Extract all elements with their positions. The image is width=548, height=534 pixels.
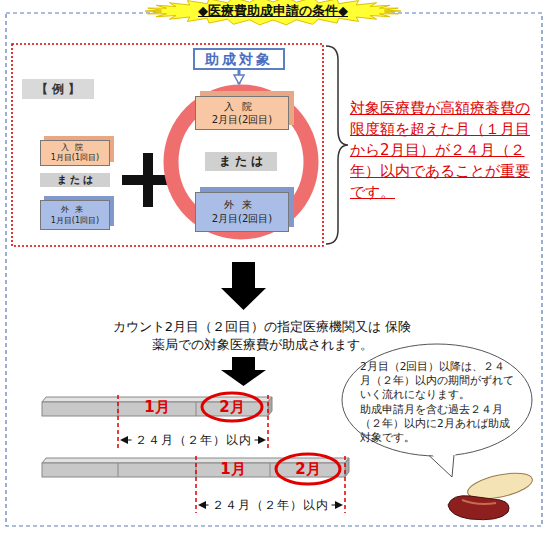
speech-bubble: 2月目（2回目）以降は、２４月（２年）以内の期間がずれていく流れになります。助成…: [340, 342, 535, 460]
month-ellipse: [202, 393, 262, 421]
slipper: [448, 496, 509, 520]
outpatient-box: 外来2月目(2回目): [195, 192, 289, 232]
down-arrow: [221, 262, 266, 310]
result-note: カウント2月目（２回目）の指定医療機関又は 保険薬局での対象医療費が助成されます…: [112, 318, 412, 354]
node-text: 外来: [61, 204, 89, 215]
diagram-title: ◆医療費助成申請の条件◆: [123, 3, 423, 19]
range-marker: [195, 456, 197, 513]
timeline-bar: [268, 397, 272, 416]
range-marker: [344, 456, 346, 513]
node-subtext: 2月目(2回目): [212, 212, 273, 226]
text-group: 入院1月目(1回目): [41, 141, 109, 165]
circled-month: 2月: [274, 452, 342, 486]
text-group: ま た は: [163, 152, 319, 171]
text-group: 外来2月目(2回目): [196, 193, 288, 231]
node-text: 入院: [61, 143, 89, 153]
text-group: 助成対象: [195, 50, 283, 68]
text-group: 外来1月目(1回目): [41, 201, 109, 229]
node-text: 2月: [219, 399, 244, 416]
brace: [326, 46, 348, 244]
month-ellipse: [276, 454, 340, 484]
connector-arrow: [234, 70, 244, 84]
target-ring: ま た は入院2月目(2回目)外来2月目(2回目): [163, 84, 319, 240]
text-group: 2月: [200, 391, 264, 423]
span-label: ２４月（２年）以内: [209, 497, 332, 513]
example-frame: [12, 44, 323, 246]
bubble-tail: [428, 450, 456, 477]
node-text: 2月目（2回目）以降は、２４月（２年）以内の期間がずれていく流れになります。: [360, 359, 515, 401]
example-tag: 【 例 】: [22, 79, 94, 99]
emphasis-note: 対象医療費が高額療養費の限度額を超えた月（１月目から2月目）が２４月（２年）以内…: [350, 98, 538, 203]
outpatient-box: 外来1月目(1回目): [40, 200, 110, 230]
ring-circle: [171, 92, 311, 232]
month-label: 1月: [118, 399, 196, 415]
node-subtext: 助成申請月を含む過去２４月（２年）以内に2月あれば助成対象です。: [360, 402, 515, 444]
timeline-bar: [345, 458, 349, 477]
arrow-head: [234, 75, 244, 84]
node-text: 2月: [295, 461, 320, 478]
range-marker: [117, 395, 119, 448]
connector-word: ま た は: [40, 173, 110, 187]
text-group: 2月: [274, 452, 342, 486]
inpatient-box: 入院1月目(1回目): [40, 140, 110, 166]
bar-divider: [270, 463, 271, 477]
node-text: 【 例 】: [36, 81, 80, 98]
span-arrow-head: [258, 436, 266, 444]
month-label: 1月: [196, 461, 270, 477]
node-text: 入院: [224, 100, 260, 113]
slipper-strap: [462, 500, 496, 504]
node-text: 外来: [224, 198, 260, 212]
bubble-tail: [429, 456, 452, 478]
circled-month: 2月: [200, 391, 264, 423]
node-subtext: 2月目(2回目): [212, 113, 273, 126]
subsidy-target-box: 助成対象: [193, 48, 285, 70]
node-text: ま た は: [205, 152, 277, 171]
node-text: 助成対象: [205, 51, 273, 67]
text-group: 2月目（2回目）以降は、２４月（２年）以内の期間がずれていく流れになります。助成…: [360, 354, 515, 448]
bar-divider: [196, 402, 197, 416]
bubble-tail: [452, 455, 454, 477]
text-group: 入院2月目(2回目): [196, 97, 288, 129]
span-arrow-head: [198, 501, 206, 509]
bubble-ellipse: [342, 344, 532, 456]
span-arrow-head: [335, 501, 343, 509]
range-marker: [267, 395, 269, 448]
span-label: ２４月（２年）以内: [132, 432, 255, 448]
outer-frame: [6, 13, 542, 526]
inpatient-box: 入院2月目(2回目): [195, 96, 289, 130]
node-subtext: 1月目(1回目): [51, 215, 99, 226]
node-subtext: 1月目(1回目): [51, 153, 99, 163]
text-group: 【 例 】: [22, 79, 94, 99]
span-arrow-head: [120, 436, 128, 444]
connector-line: [238, 70, 241, 84]
bar-divider: [118, 463, 119, 477]
plus-sign: [143, 153, 153, 207]
down-arrow: [221, 357, 266, 386]
